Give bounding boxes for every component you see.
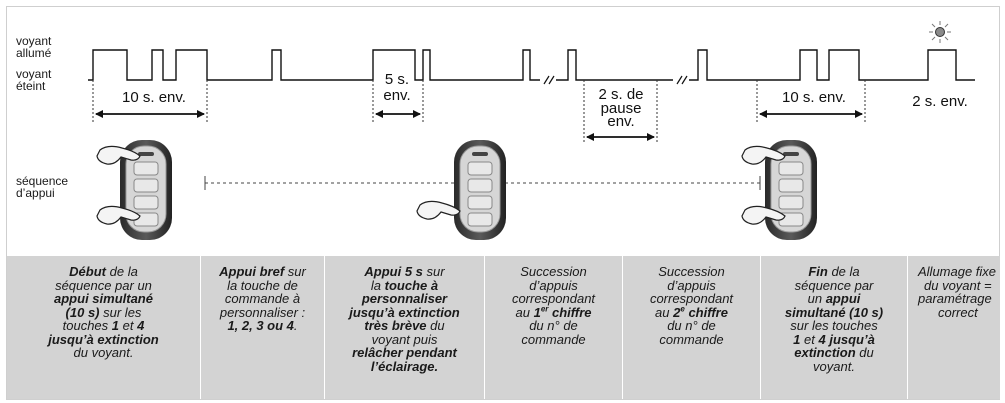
finger-icon bbox=[96, 145, 141, 225]
timing-guides bbox=[92, 80, 866, 142]
step-6-description: Fin de la séquence par un appui simultan… bbox=[760, 256, 907, 399]
label-led-on-line2: allumé bbox=[16, 46, 52, 60]
break-marks bbox=[543, 75, 688, 85]
step-description-band: Début de la séquence par un appui simult… bbox=[7, 256, 1000, 399]
step-3-description: Appui 5 s sur la touche à personnaliser … bbox=[324, 256, 484, 399]
duration-pause-line1: 2 s. de bbox=[598, 86, 644, 103]
diagram-frame bbox=[6, 6, 1000, 400]
step-7-description: Allumage fixe du voyant = paramétrage co… bbox=[907, 256, 1000, 399]
duration-10s-start: 10 s. env. bbox=[122, 89, 186, 106]
label-led-off-line1: voyant bbox=[16, 67, 52, 81]
remote-control-middle bbox=[454, 140, 506, 240]
duration-5s-line2: env. bbox=[383, 87, 411, 104]
step-5-description: Succession d’appuis correspondant au 2e … bbox=[622, 256, 760, 399]
led-lit-icon bbox=[929, 21, 951, 43]
label-led-off-line2: éteint bbox=[16, 79, 46, 93]
label-led-on-line1: voyant bbox=[16, 34, 52, 48]
step-4-description: Succession d’appuis correspondant au 1er… bbox=[484, 256, 622, 399]
step-2-description: Appui bref sur la touche de commande à p… bbox=[200, 256, 324, 399]
duration-5s-line1: 5 s. bbox=[384, 71, 410, 88]
duration-2s-final: 2 s. env. bbox=[912, 93, 968, 110]
duration-pause-line3: env. bbox=[607, 113, 635, 130]
step-1-description: Début de la séquence par un appui simult… bbox=[48, 264, 159, 360]
led-signal-waveform bbox=[88, 49, 975, 81]
duration-10s-end: 10 s. env. bbox=[782, 89, 846, 106]
finger-icon bbox=[416, 200, 461, 220]
duration-arrows bbox=[95, 110, 863, 141]
duration-pause-line2: pause bbox=[600, 100, 642, 117]
label-press-sequence-line1: séquence bbox=[16, 174, 69, 188]
label-press-sequence-line2: d’appui bbox=[16, 186, 55, 200]
finger-icon bbox=[741, 145, 786, 225]
